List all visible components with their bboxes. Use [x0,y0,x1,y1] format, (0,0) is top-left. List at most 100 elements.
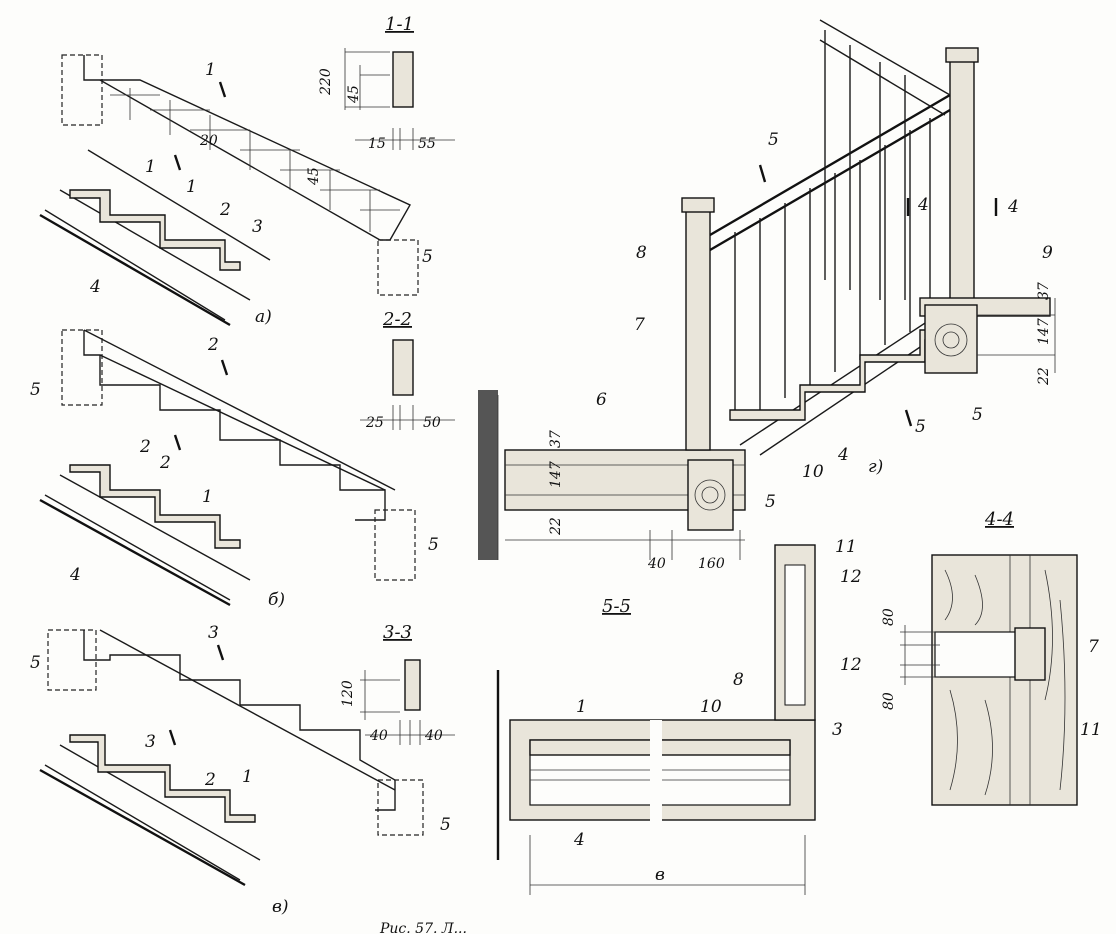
handrail-g [709,93,951,252]
section-title-2-2: 2-2 [382,309,412,330]
callout-12-mid: 12 [840,655,862,675]
wall-block-a-bottom [377,239,419,296]
callout-7-section: 7 [1088,637,1099,657]
panel-a [39,54,419,327]
detail-1-1-profile [392,51,414,108]
callout-7: 7 [634,315,645,335]
section-title-5-5: 5-5 [602,596,631,617]
steps-b [69,464,241,549]
dim-width-v: в [655,865,665,885]
dim-40b: 40 [424,728,443,744]
panel-b [39,329,416,607]
section-title-4-4: 4-4 [984,509,1014,530]
newel-post-left [685,204,711,451]
callout-12-top: 12 [840,567,862,587]
dim-25: 25 [365,415,384,431]
callout-3-section: 3 [832,720,843,740]
callout-1-section: 1 [576,697,587,717]
dim-80b: 80 [881,692,897,710]
section-4-4 [900,554,1078,806]
callout-10-section: 10 [700,697,722,717]
dim-45b: 45 [306,167,322,186]
callout-8: 8 [636,243,647,263]
panel-label-g: г) [868,457,883,477]
stringer-steps-b [83,330,386,521]
callout-1-b: 1 [202,487,213,507]
stringer-grid-a [110,88,400,232]
callout-4-a: 4 [89,277,101,297]
callout-4-g: 4 [837,445,849,465]
callout-5-g-beam: 5 [765,492,776,512]
callout-11-section: 11 [835,537,857,557]
dim-220: 220 [318,68,334,96]
figure-caption: Рис. 57. Л... [379,921,467,934]
dim-40c: 40 [647,556,666,572]
dim-22b: 22 [1036,367,1052,386]
dim-120: 120 [340,680,356,707]
callout-10: 10 [802,462,824,482]
dim-50: 50 [423,415,441,431]
dim-160: 160 [698,556,725,572]
callout-4-b: 4 [69,565,81,585]
section-details [344,48,455,745]
steps-v [69,734,256,823]
callout-1-v: 1 [242,767,253,787]
dim-15: 15 [368,136,386,152]
dim-147a: 147 [548,461,564,488]
detail-3-3-profile [404,659,421,711]
cut-mark-5-top: 5 [768,130,779,150]
wall-hatch [478,390,498,560]
cut-mark-3-top: 3 [208,623,219,643]
callout-2-a: 2 [219,200,231,220]
callout-5-b-bottom: 5 [428,535,439,555]
callout-5-v-bottom: 5 [440,815,451,835]
cut-mark-2-lower: 2 [139,437,151,457]
callout-3-a: 3 [252,217,263,237]
callout-2-b: 2 [159,453,171,473]
steps-a [69,189,241,271]
wall-block-b-top [61,329,103,406]
panel-label-b: б) [268,590,285,610]
wall-block-v-top [47,629,97,691]
callout-5-v-top: 5 [30,653,41,673]
dim-80a: 80 [881,608,897,626]
dim-40a: 40 [369,728,388,744]
section-4-4-block [931,554,1078,806]
dim-147b: 147 [1036,318,1052,345]
panel-g [478,19,1056,560]
callout-5-b-top: 5 [30,380,41,400]
dim-37a: 37 [548,430,564,448]
callout-1-a: 1 [186,177,197,197]
cut-mark-1-top: 1 [205,60,216,80]
panel-v [39,629,424,887]
cut-mark-1-lower: 1 [145,157,156,177]
panel-label-a: а) [255,307,272,327]
wall-block-b-bottom [374,509,416,581]
balusters [734,30,931,420]
dim-37b: 37 [1036,282,1052,300]
callout-11-section-b: 11 [1080,720,1102,740]
callout-5-a: 5 [422,247,433,267]
cut-mark-5-lower: 5 [915,417,926,437]
section-title-3-3: 3-3 [383,622,412,643]
callout-6: 6 [596,390,607,410]
dim-45a: 45 [346,85,362,104]
callout-4-section: 4 [573,830,585,850]
newel-post-right [949,54,975,306]
wall-block-a-top [61,54,103,126]
cut-mark-2-top: 2 [207,335,219,355]
beam-5-left [687,459,734,531]
stringer-lines-a [44,149,271,321]
dim-20: 20 [199,133,218,149]
stringer-steps-v [83,630,396,811]
wall-block-v-bottom [377,779,424,836]
beam-5-right [924,304,978,374]
detail-2-2-profile [392,339,414,396]
cut-mark-4-left: 4 [917,195,929,215]
callout-2-v: 2 [204,770,216,790]
panel-label-v: в) [272,897,289,917]
cut-ticks [168,81,998,746]
section-5-5 [496,544,816,895]
